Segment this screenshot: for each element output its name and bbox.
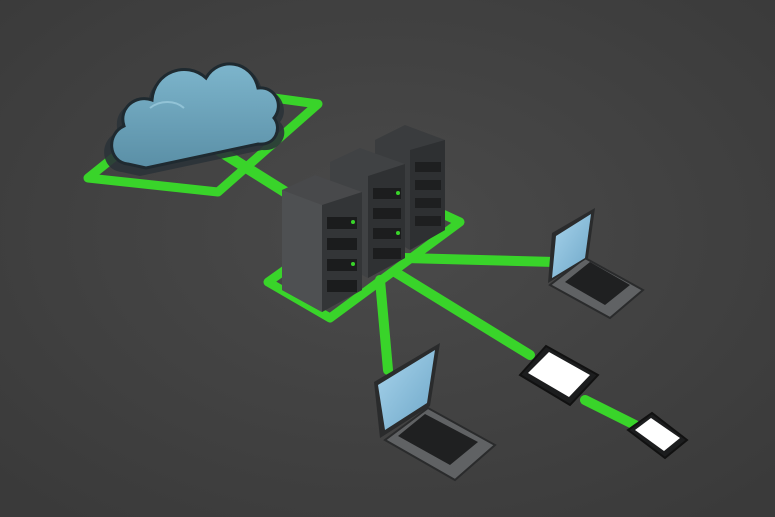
smartphone-icon — [626, 411, 689, 460]
cloud-icon — [104, 62, 285, 176]
laptop-icon — [548, 208, 645, 320]
laptop-icon — [374, 343, 497, 482]
link-servers-to-tablet — [390, 267, 535, 360]
server-rack-icon — [282, 125, 445, 312]
link-servers-to-top-laptop — [400, 253, 560, 267]
link-tablet-to-phone — [580, 395, 640, 430]
tablet-icon — [518, 344, 600, 407]
link-servers-to-bottom-laptop — [375, 275, 393, 375]
